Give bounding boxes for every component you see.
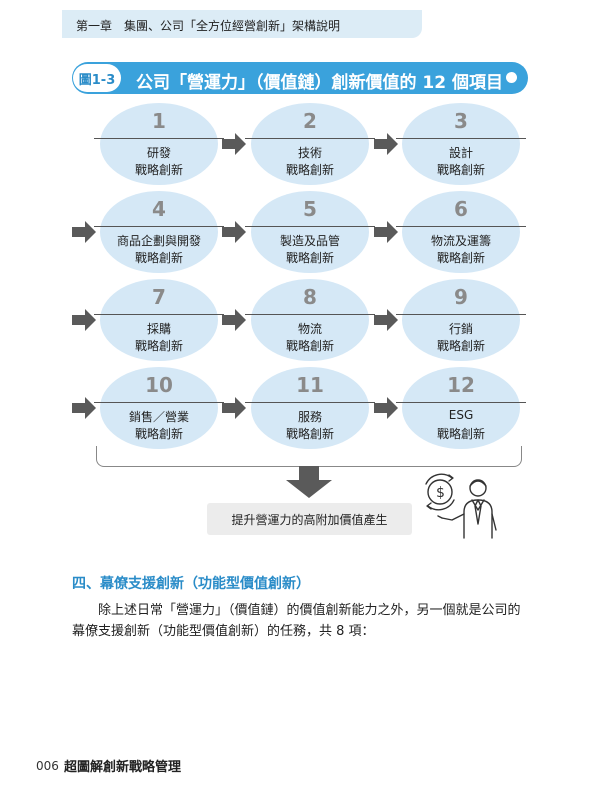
arrow-right-icon	[222, 133, 246, 155]
arrow-right-icon	[222, 221, 246, 243]
divider	[245, 226, 375, 227]
chapter-header-bar	[62, 10, 422, 38]
item-sublabel: 戰略創新	[436, 251, 485, 265]
body-text-line: 幕僚支援創新（功能型價值創新）的任務，共 8 項：	[72, 624, 375, 639]
item-sublabel: 戰略創新	[436, 427, 485, 441]
divider	[245, 138, 375, 139]
item-number: 5	[303, 197, 317, 221]
item-sublabel: 戰略創新	[436, 163, 485, 177]
divider	[94, 402, 224, 403]
figure-dot-icon	[506, 72, 517, 83]
value-item-12: 12 ESG 戰略創新	[396, 367, 526, 449]
divider	[245, 314, 375, 315]
item-label: 設計	[448, 146, 473, 160]
arrow-right-icon	[222, 309, 246, 331]
value-item-1: 1 研發 戰略創新	[94, 103, 224, 185]
item-label: 研發	[146, 146, 171, 160]
item-label: 商品企劃與開發	[116, 234, 201, 248]
value-item-6: 6 物流及運籌 戰略創新	[396, 191, 526, 273]
book-title: 超圖解創新戰略管理	[64, 760, 182, 775]
item-label: 物流	[297, 322, 322, 336]
grouping-bracket	[96, 446, 522, 467]
divider	[396, 314, 526, 315]
item-label: ESG	[448, 408, 474, 422]
arrow-down-icon	[286, 466, 332, 498]
value-item-10: 10 銷售／營業 戰略創新	[94, 367, 224, 449]
item-sublabel: 戰略創新	[436, 339, 485, 353]
divider	[396, 138, 526, 139]
item-label: 採購	[146, 322, 171, 336]
figure-header	[72, 62, 528, 94]
item-sublabel: 戰略創新	[285, 339, 334, 353]
item-sublabel: 戰略創新	[134, 251, 183, 265]
arrow-right-icon	[72, 397, 96, 419]
item-number: 6	[454, 197, 468, 221]
page-number: 006	[36, 759, 59, 773]
section-heading: 四、幕僚支援創新（功能型價值創新）	[72, 576, 310, 592]
item-number: 10	[145, 373, 173, 397]
item-sublabel: 戰略創新	[285, 427, 334, 441]
divider	[94, 138, 224, 139]
figure-tag: 圖1-3	[73, 64, 121, 92]
value-item-7: 7 採購 戰略創新	[94, 279, 224, 361]
result-box: 提升營運力的高附加價值產生	[207, 503, 412, 535]
arrow-right-icon	[72, 309, 96, 331]
arrow-right-icon	[222, 397, 246, 419]
item-label: 物流及運籌	[430, 234, 491, 248]
item-number: 11	[296, 373, 324, 397]
businessman-money-icon: $	[425, 473, 497, 539]
value-item-11: 11 服務 戰略創新	[245, 367, 375, 449]
value-item-9: 9 行銷 戰略創新	[396, 279, 526, 361]
item-number: 12	[447, 373, 475, 397]
item-sublabel: 戰略創新	[134, 163, 183, 177]
value-item-8: 8 物流 戰略創新	[245, 279, 375, 361]
chapter-title: 第一章 集團、公司「全方位經營創新」架構說明	[76, 19, 341, 33]
item-label: 技術	[297, 146, 322, 160]
svg-text:$: $	[436, 485, 445, 501]
item-sublabel: 戰略創新	[285, 251, 334, 265]
divider	[94, 226, 224, 227]
item-number: 1	[152, 109, 166, 133]
value-item-4: 4 商品企劃與開發 戰略創新	[94, 191, 224, 273]
value-item-5: 5 製造及品管 戰略創新	[245, 191, 375, 273]
body-text-line: 除上述日常「營運力」（價值鏈）的價值創新能力之外，另一個就是公司的	[98, 603, 521, 618]
divider	[396, 226, 526, 227]
divider	[396, 402, 526, 403]
item-label: 服務	[297, 410, 322, 424]
value-item-2: 2 技術 戰略創新	[245, 103, 375, 185]
arrow-right-icon	[374, 133, 398, 155]
item-sublabel: 戰略創新	[285, 163, 334, 177]
arrow-right-icon	[72, 221, 96, 243]
divider	[245, 402, 375, 403]
item-sublabel: 戰略創新	[134, 427, 183, 441]
item-label: 行銷	[448, 322, 473, 336]
arrow-right-icon	[374, 309, 398, 331]
item-number: 7	[152, 285, 166, 309]
item-label: 銷售／營業	[128, 410, 189, 424]
figure-title: 公司「營運力」（價值鏈）創新價值的 12 個項目	[136, 73, 503, 93]
item-number: 8	[303, 285, 317, 309]
value-item-3: 3 設計 戰略創新	[396, 103, 526, 185]
divider	[94, 314, 224, 315]
item-number: 2	[303, 109, 317, 133]
item-number: 9	[454, 285, 468, 309]
arrow-right-icon	[374, 221, 398, 243]
item-number: 3	[454, 109, 468, 133]
item-sublabel: 戰略創新	[134, 339, 183, 353]
arrow-right-icon	[374, 397, 398, 419]
item-number: 4	[152, 197, 166, 221]
item-label: 製造及品管	[279, 234, 340, 248]
